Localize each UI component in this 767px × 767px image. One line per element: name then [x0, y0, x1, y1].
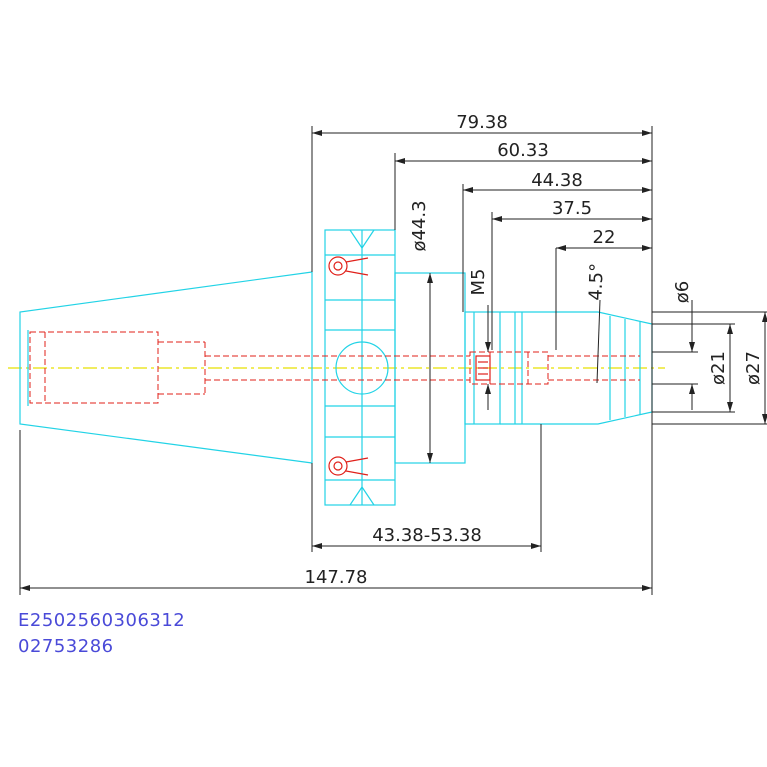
dim-60-33: 60.33: [497, 140, 549, 161]
bottom-screw: [328, 456, 369, 476]
dim-angle-4-5: 4.5°: [585, 263, 607, 301]
arrowheads: [20, 130, 767, 591]
part-code-line-1: E2502560306312: [18, 610, 186, 631]
dim-dia-6: ø6: [672, 281, 693, 303]
dimension-lines: [19, 126, 767, 595]
retention-screws: [328, 256, 491, 476]
dim-dia-21: ø21: [708, 351, 729, 385]
top-screw: [328, 256, 369, 276]
dim-22: 22: [593, 227, 616, 248]
center-screw: [475, 355, 491, 381]
dim-37-5: 37.5: [552, 198, 592, 219]
dim-dia-27: ø27: [743, 351, 764, 385]
dim-44-38: 44.38: [531, 170, 583, 191]
dim-m5: M5: [468, 269, 489, 296]
dim-dia-44-3: ø44.3: [409, 200, 430, 251]
dim-147-78: 147.78: [305, 567, 368, 588]
dimension-labels: 79.38 60.33 44.38 37.5 22 43.38-53.38 14…: [305, 112, 764, 588]
dim-43-38-53-38: 43.38-53.38: [372, 525, 482, 546]
dim-79-38: 79.38: [456, 112, 508, 133]
part-code-line-2: 02753286: [18, 636, 114, 657]
